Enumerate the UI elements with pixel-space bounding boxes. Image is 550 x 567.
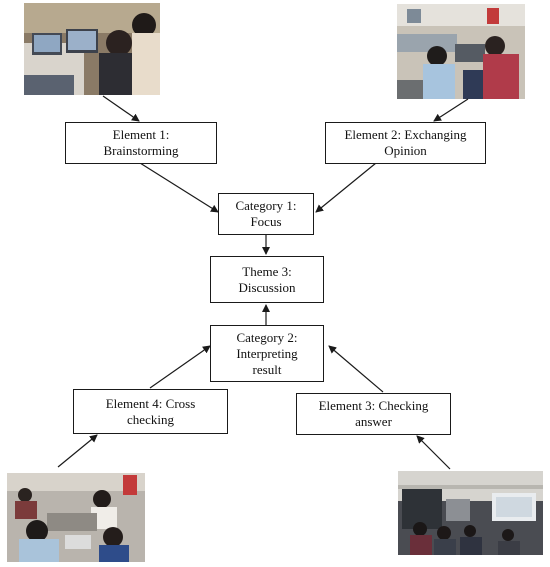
node-theme-3-line1: Theme 3: <box>242 263 292 279</box>
arrow-photo4-to-element3 <box>416 435 451 470</box>
node-element-1-line2: Brainstorming <box>103 143 179 158</box>
node-category-1-line1: Category 1: <box>235 198 297 213</box>
node-element-1-line1: Element 1: <box>112 127 170 142</box>
node-element-2-line2: Opinion <box>384 143 427 158</box>
node-element-4: Element 4: Cross checking <box>73 389 228 434</box>
node-element-4-line1: Element 4: Cross <box>105 395 196 411</box>
photo-top-left <box>24 3 160 95</box>
photo-bottom-left <box>7 473 145 562</box>
photo-top-right <box>397 4 525 99</box>
node-element-3: Element 3: Checking answer <box>296 393 451 435</box>
node-category-2-line1: Category 2: <box>236 329 298 345</box>
node-element-3-line1: Element 3: Checking <box>318 398 429 413</box>
node-element-1: Element 1: Brainstorming <box>65 122 217 164</box>
node-category-2-line2: Interpreting <box>236 345 298 361</box>
arrow-photo1-to-element1 <box>102 95 140 122</box>
node-element-2: Element 2: Exchanging Opinion <box>325 122 486 164</box>
node-theme-3-line2: Discussion <box>238 279 296 295</box>
node-category-2-line3: result <box>252 361 282 377</box>
node-category-2: Category 2: Interpreting result <box>210 325 324 382</box>
node-category-1: Category 1: Focus <box>218 193 314 235</box>
photo-bottom-right <box>398 471 543 555</box>
node-element-4-line2: checking <box>127 411 174 427</box>
node-element-2-line1: Element 2: Exchanging <box>344 127 467 142</box>
arrow-element1-to-category1 <box>139 162 219 213</box>
arrow-element3-to-category2 <box>328 345 384 393</box>
node-element-3-line2: answer <box>355 414 392 429</box>
node-category-1-line2: Focus <box>250 214 282 229</box>
arrow-element4-to-category2 <box>149 345 211 389</box>
arrow-photo3-to-element4 <box>57 434 98 468</box>
node-theme-3: Theme 3: Discussion <box>210 256 324 303</box>
arrow-element2-to-category1 <box>315 162 377 213</box>
arrow-photo2-to-element2 <box>433 98 469 122</box>
